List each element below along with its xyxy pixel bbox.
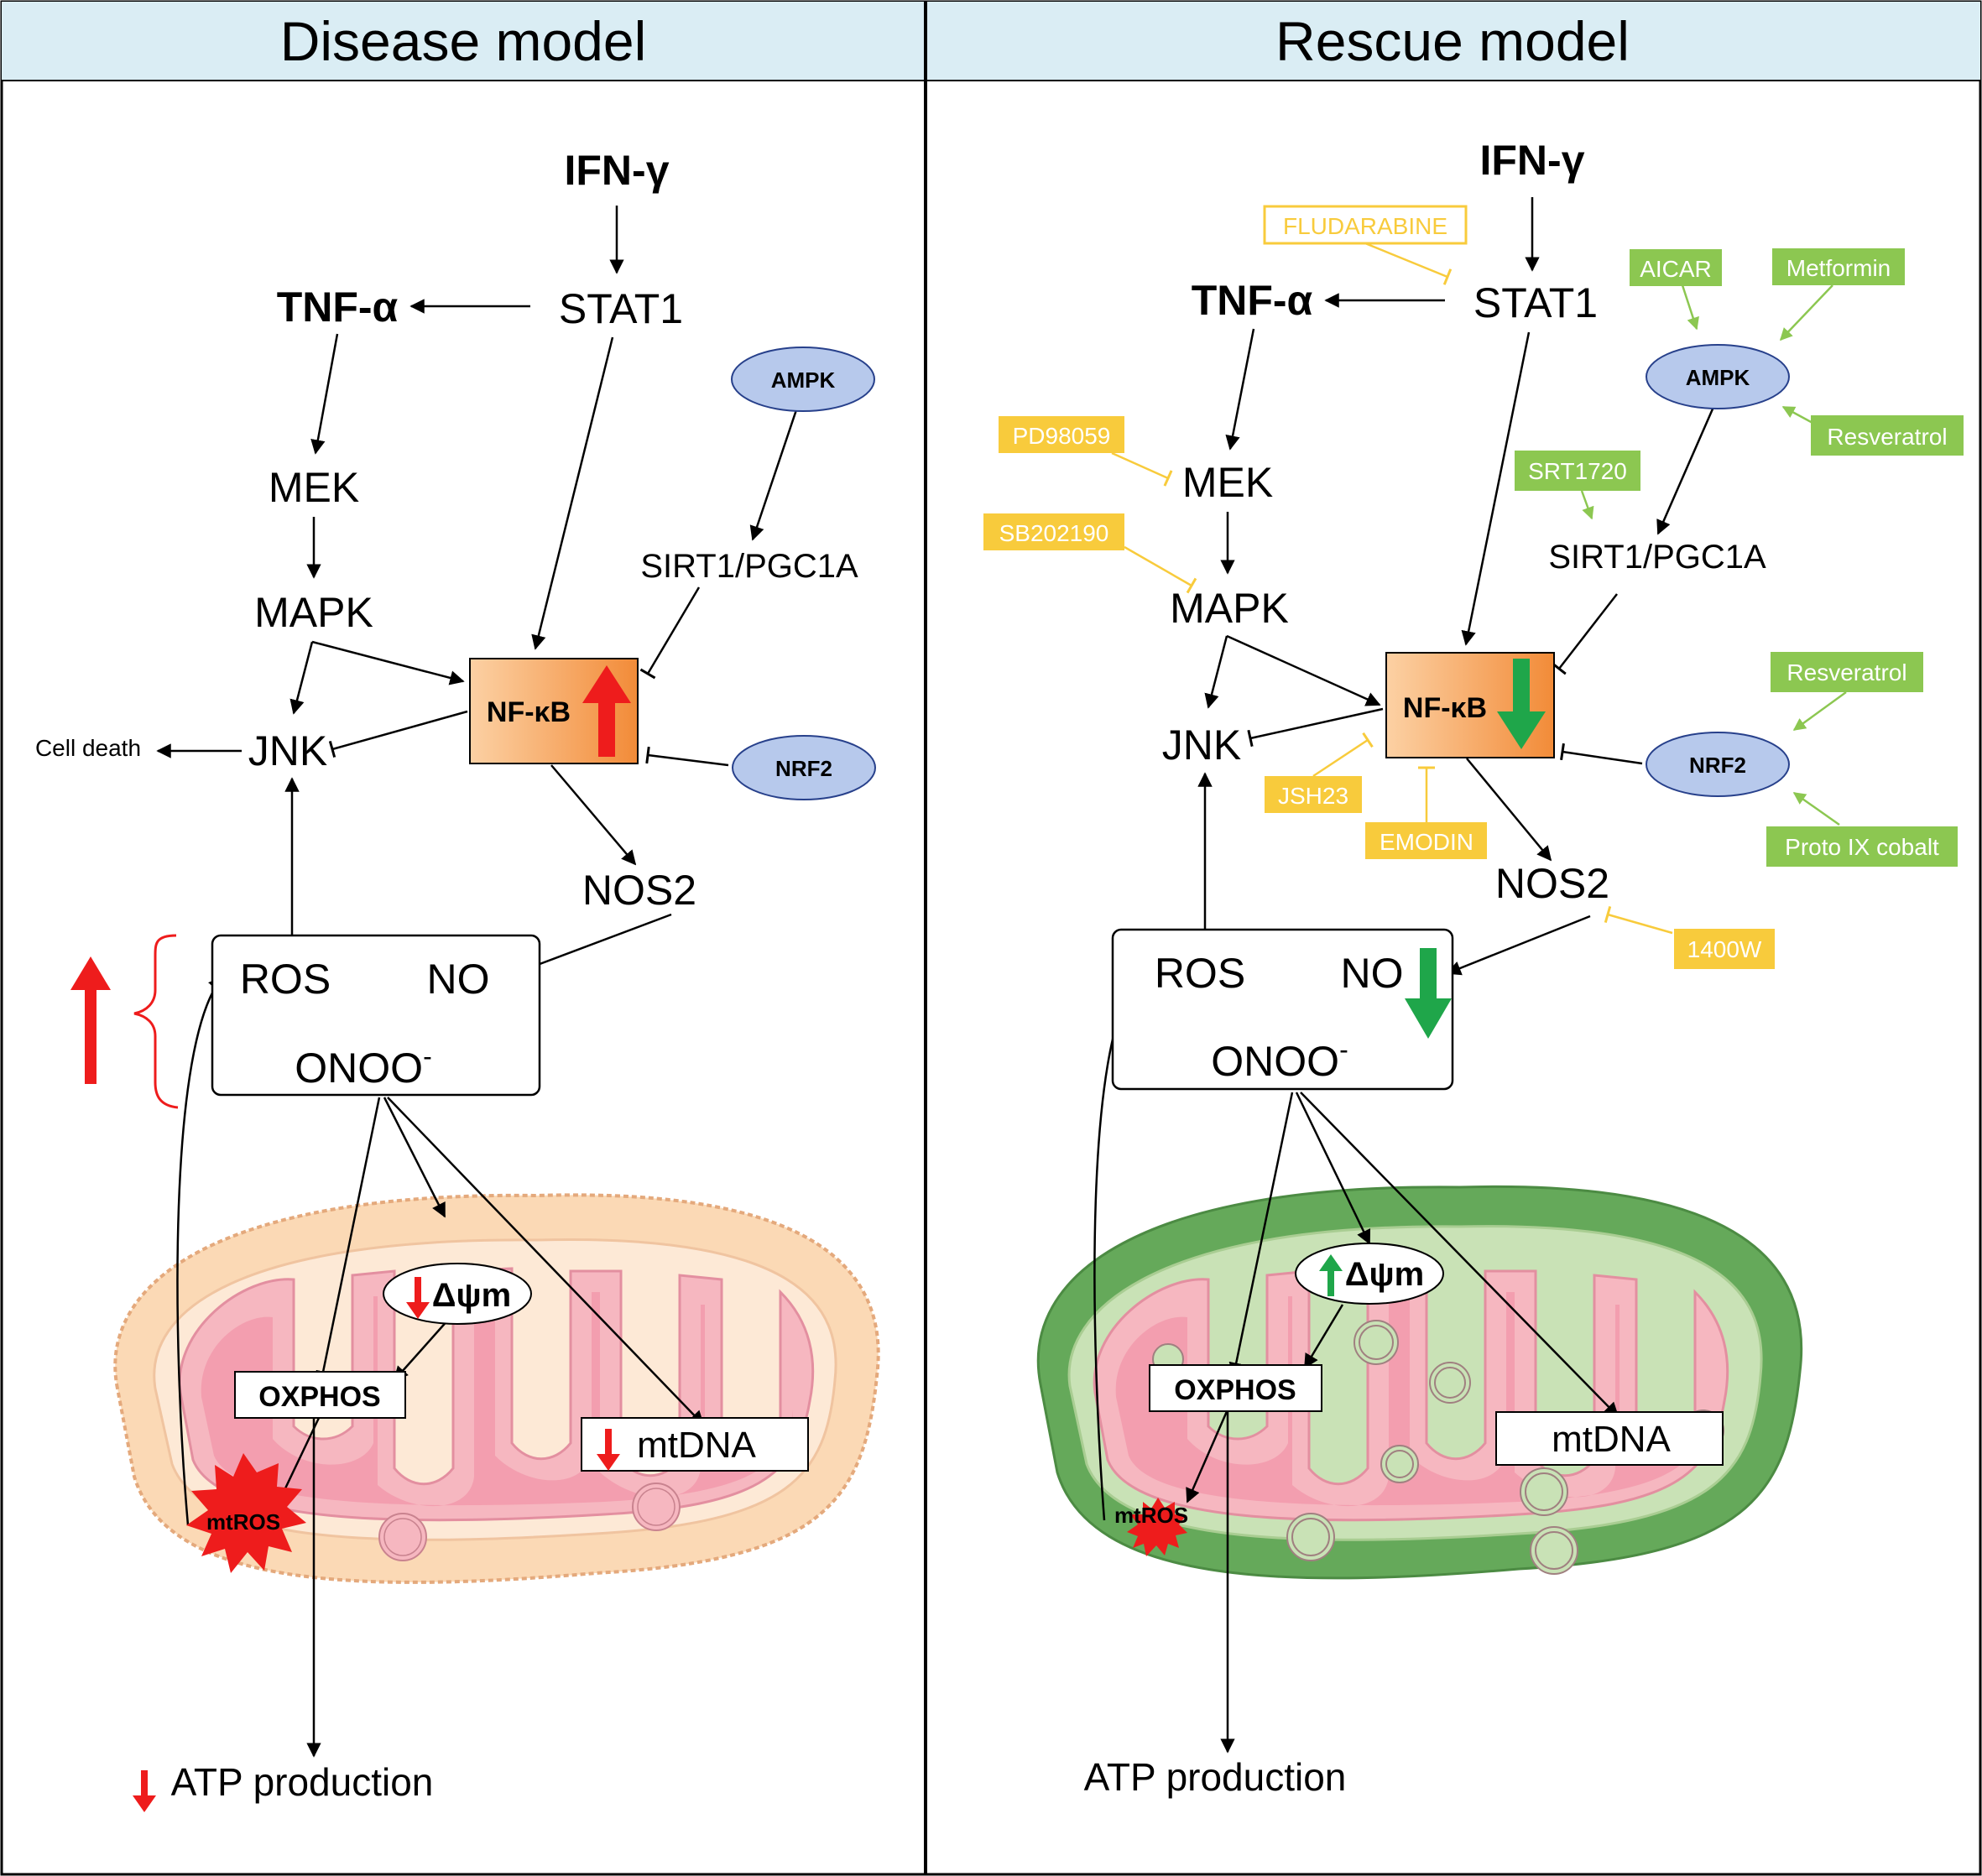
disease-panel: IFN-γ STAT1 TNF-α MEK MAPK JNK Cell deat… (35, 147, 880, 1812)
disease-atp-label: ATP production (171, 1760, 434, 1804)
disease-dpsi-label: Δψm (432, 1277, 511, 1314)
aicar-label: AICAR (1640, 256, 1712, 282)
nfkb-up-arrow (582, 665, 631, 757)
resveratrol-nrf2-box: Resveratrol (1771, 652, 1923, 692)
jsh23-box: JSH23 (1265, 776, 1362, 813)
sb202190-box: SB202190 (983, 513, 1124, 550)
rescue-nrf2-node: NRF2 (1646, 732, 1790, 797)
rescue-sirt-label: SIRT1/PGC1A (1548, 539, 1766, 576)
rescue-oxphos-label: OXPHOS (1174, 1374, 1296, 1406)
disease-nos2-label: NOS2 (582, 867, 696, 914)
disease-level-brace (133, 934, 179, 1109)
disease-mtros-label: mtROS (206, 1509, 280, 1535)
disease-nrf2-label: NRF2 (775, 756, 832, 781)
rescue-mek-label: MEK (1182, 459, 1273, 506)
disease-nfkb-node: NF-κB (469, 658, 639, 764)
disease-ampk-node: AMPK (731, 347, 875, 412)
1400w-label: 1400W (1687, 936, 1762, 962)
rescue-title: Rescue model (1275, 10, 1630, 72)
rescue-ampk-node: AMPK (1646, 344, 1790, 409)
rescue-ampk-label: AMPK (1686, 365, 1750, 390)
rescue-activator-edges (1580, 284, 1847, 826)
dpsi-up-arrow (1319, 1254, 1343, 1296)
disease-dpsi-node: Δψm (383, 1263, 532, 1325)
disease-nfkb-label: NF-κB (487, 696, 571, 728)
disease-mek-label: MEK (269, 464, 359, 511)
disease-mtros-burst: mtROS (186, 1453, 306, 1573)
disease-oxphos-label: OXPHOS (258, 1381, 380, 1413)
nfkb-down-arrow (1497, 659, 1546, 749)
srt1720-label: SRT1720 (1528, 458, 1627, 484)
atp-down-arrow (133, 1770, 156, 1812)
rescue-nrf2-label: NRF2 (1689, 753, 1746, 778)
disease-cell-death-label: Cell death (35, 735, 141, 761)
disease-header-bg (2, 2, 924, 81)
rescue-ros-box: ROS NO ONOO- (1111, 928, 1454, 1091)
rescue-ros-label: ROS (1155, 950, 1245, 997)
rescue-inhibitor-edges (1111, 242, 1673, 935)
rescue-panel: IFN-γ STAT1 TNF-α MEK MAPK JNK SIRT1/PGC… (983, 137, 1964, 1799)
disease-mtdna-label: mtDNA (637, 1425, 756, 1466)
disease-no-label: NO (427, 956, 490, 1003)
rescue-no-label: NO (1341, 950, 1404, 997)
aicar-box: AICAR (1630, 249, 1722, 286)
disease-onoo-label: ONOO- (295, 1041, 431, 1092)
resveratrol-ampk-label: Resveratrol (1827, 424, 1947, 450)
rescue-stat1-label: STAT1 (1473, 279, 1598, 326)
rescue-ifng-label: IFN-γ (1480, 137, 1585, 184)
pd98059-box: PD98059 (999, 416, 1124, 453)
disease-oxphos-node: OXPHOS (234, 1371, 406, 1419)
metformin-label: Metformin (1786, 255, 1891, 281)
disease-title: Disease model (280, 10, 647, 72)
no-down-arrow (1405, 948, 1452, 1039)
resveratrol-nrf2-label: Resveratrol (1786, 659, 1906, 685)
srt1720-box: SRT1720 (1515, 451, 1640, 491)
rescue-oxphos-node: OXPHOS (1149, 1364, 1322, 1412)
mtdna-down-arrow (597, 1429, 620, 1471)
rescue-dpsi-node: Δψm (1295, 1243, 1444, 1305)
rescue-mapk-label: MAPK (1170, 585, 1289, 632)
ros-up-arrow (70, 956, 111, 1084)
rescue-mtros-label: mtROS (1114, 1503, 1188, 1528)
rescue-nos2-label: NOS2 (1495, 860, 1609, 907)
metformin-box: Metformin (1772, 248, 1905, 285)
disease-jnk-label: JNK (248, 727, 327, 774)
emodin-label: EMODIN (1380, 829, 1473, 855)
resveratrol-ampk-box: Resveratrol (1811, 415, 1964, 456)
disease-ros-label: ROS (240, 956, 331, 1003)
disease-edges (156, 206, 809, 1758)
rescue-nfkb-label: NF-κB (1403, 692, 1487, 724)
rescue-nfkb-node: NF-κB (1385, 652, 1555, 758)
rescue-mtdna-label: mtDNA (1552, 1419, 1671, 1460)
rescue-mtros-burst: mtROS (1114, 1498, 1188, 1556)
rescue-mtdna-node: mtDNA (1495, 1411, 1724, 1466)
emodin-box: EMODIN (1365, 822, 1487, 859)
disease-ros-box: ROS NO ONOO- (211, 934, 541, 1097)
rescue-onoo-label: ONOO- (1211, 1034, 1348, 1085)
disease-sirt-label: SIRT1/PGC1A (640, 548, 858, 585)
disease-tnfa-label: TNF-α (277, 284, 399, 331)
rescue-dpsi-label: Δψm (1345, 1256, 1424, 1293)
1400w-box: 1400W (1674, 929, 1775, 969)
sb202190-label: SB202190 (999, 520, 1109, 546)
rescue-header-bg (926, 2, 1980, 81)
rescue-jnk-label: JNK (1162, 722, 1241, 769)
jsh23-label: JSH23 (1278, 783, 1348, 809)
fludarabine-box: FLUDARABINE (1263, 205, 1468, 245)
disease-mapk-label: MAPK (254, 589, 373, 636)
disease-mtdna-node: mtDNA (581, 1417, 809, 1472)
rescue-tnfa-label: TNF-α (1192, 277, 1313, 324)
disease-nrf2-node: NRF2 (732, 735, 876, 800)
disease-ampk-label: AMPK (771, 367, 836, 393)
protoix-label: Proto IX cobalt (1785, 834, 1939, 860)
fludarabine-label: FLUDARABINE (1283, 213, 1447, 239)
dpsi-down-arrow (406, 1277, 430, 1319)
protoix-box: Proto IX cobalt (1766, 826, 1958, 867)
pd98059-label: PD98059 (1013, 423, 1111, 449)
rescue-atp-label: ATP production (1084, 1755, 1347, 1799)
disease-stat1-label: STAT1 (559, 285, 683, 332)
disease-ifng-label: IFN-γ (565, 147, 670, 194)
